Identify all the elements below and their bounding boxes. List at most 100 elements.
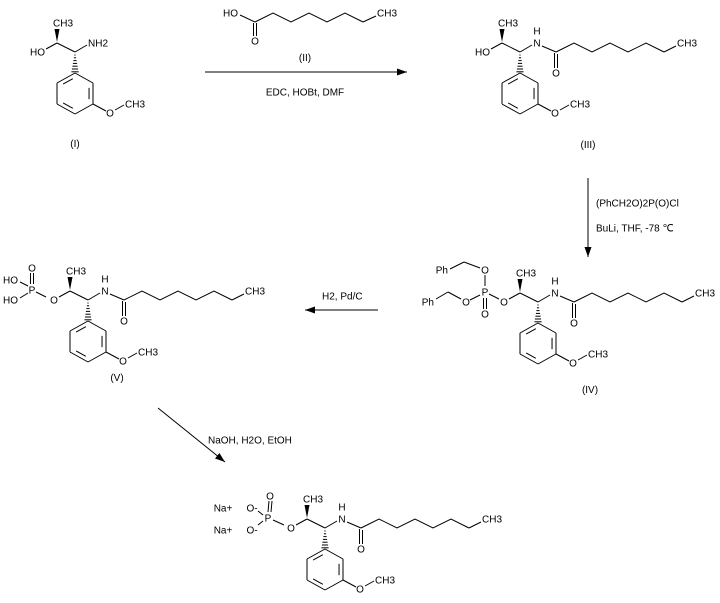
bond — [58, 290, 71, 298]
chain-methyl: CH3 — [677, 39, 697, 50]
arrow-step1 — [205, 68, 407, 76]
alkyl-chain — [573, 292, 683, 303]
hydroxyl-label: HO — [475, 48, 490, 59]
methoxy-oxygen: O — [569, 359, 577, 370]
ring-double-bond — [312, 554, 324, 561]
amide-hydrogen: H — [533, 27, 540, 38]
reagent-step1: EDC, HOBt, DMF — [266, 88, 344, 99]
amide-nitrogen: N — [533, 39, 540, 50]
ester-oxygen: O — [500, 298, 508, 309]
bond — [19, 281, 29, 287]
hashed-bond — [84, 302, 92, 321]
amide-nitrogen: N — [338, 515, 345, 526]
ring-double-bond — [62, 78, 74, 85]
bond — [519, 44, 533, 53]
wedge-bond — [67, 277, 73, 290]
structures: CH3HOOCH3NH2HOOCH3CH3HOOCH3NHOCH3CH3OOCH… — [3, 9, 715, 596]
bond — [537, 294, 551, 303]
bond — [663, 45, 677, 53]
ester-oxygen: O — [287, 524, 295, 535]
bond — [105, 351, 120, 360]
reagent-step2-line2: BuLi, THF, -78 ℃ — [596, 224, 674, 235]
bond — [324, 520, 338, 529]
ring-bond — [56, 103, 76, 115]
amide-hydrogen: H — [551, 277, 558, 288]
bond — [257, 510, 264, 516]
benzene-ring — [519, 322, 557, 365]
phosphorus: P — [265, 514, 272, 525]
phosphoryl-oxygen: O — [481, 310, 489, 321]
acid-carbonyl-oxygen: O — [251, 37, 259, 48]
bond — [272, 519, 285, 526]
ring-double-bond — [75, 326, 87, 333]
compound-label-I: (I) — [70, 139, 79, 150]
bond — [501, 42, 521, 53]
benzene-ring — [501, 72, 539, 115]
ring-bond — [537, 353, 557, 365]
phosphorus: P — [482, 288, 489, 299]
ring-bond — [519, 322, 539, 334]
chain-methyl: CH3 — [482, 515, 502, 526]
arrow-shaft — [157, 407, 226, 463]
bond — [127, 352, 138, 359]
methoxy-methyl: CH3 — [138, 348, 158, 359]
chain-methyl: CH3 — [245, 287, 265, 298]
phenyl-label: Ph — [422, 298, 434, 309]
compound-label-V: (V) — [110, 373, 123, 384]
p-double-bond — [267, 500, 270, 513]
bond — [449, 261, 465, 270]
bond — [468, 521, 482, 529]
amide-nitrogen: N — [101, 287, 108, 298]
amide-nitrogen: N — [551, 289, 558, 300]
bond — [109, 293, 125, 301]
bond — [577, 354, 588, 361]
amide-hydrogen: H — [338, 503, 345, 514]
ring-double-bond — [525, 328, 537, 335]
amide-hydrogen: H — [101, 275, 108, 286]
ring-bond — [519, 103, 539, 115]
bond — [362, 15, 377, 23]
ring-bond — [74, 103, 94, 115]
ring-bond — [519, 353, 539, 365]
phosphate-oxide: O- — [246, 504, 257, 515]
hashed-bond — [321, 530, 329, 549]
carbonyl-oxygen: O — [357, 545, 365, 556]
methoxy-oxygen: O — [119, 357, 127, 368]
bond — [463, 261, 481, 269]
arrowhead-icon — [305, 306, 315, 314]
hashed-bond — [516, 54, 524, 73]
bond — [490, 42, 503, 50]
bond — [35, 291, 47, 298]
benzyloxy-oxygen: O — [481, 266, 489, 277]
hydroxyl-label: HO — [30, 48, 45, 59]
phosphate-hydroxyl: HO — [3, 296, 18, 307]
arrow-step4 — [157, 407, 226, 463]
chain-methyl: CH3 — [377, 9, 397, 20]
methoxy-oxygen: O — [106, 109, 114, 120]
ring-double-bond — [507, 102, 519, 109]
bond — [541, 45, 557, 53]
arrow-step2 — [584, 178, 592, 257]
reagent-step3: H2, Pd/C — [322, 292, 363, 303]
alkyl-chain — [123, 290, 233, 301]
methyl-label: CH3 — [53, 19, 73, 30]
ring-double-bond — [312, 578, 324, 585]
ring-bond — [537, 322, 557, 334]
ring-double-bond — [75, 350, 87, 357]
methoxy-methyl: CH3 — [570, 100, 590, 111]
benzene-ring — [69, 320, 107, 363]
sodium-ion: Na+ — [214, 504, 233, 515]
bond — [19, 292, 29, 299]
phenyl-label: Ph — [436, 266, 448, 277]
reagent-step2-line1: (PhCH2O)2P(O)Cl — [596, 199, 679, 210]
methoxy-oxygen: O — [356, 585, 364, 596]
ring-bond — [324, 579, 344, 591]
ring-bond — [501, 72, 521, 84]
alkyl-chain — [254, 12, 364, 23]
bond — [555, 353, 570, 362]
ring-bond — [501, 103, 521, 115]
alkyl-chain — [360, 518, 470, 529]
ring-double-bond — [507, 78, 519, 85]
